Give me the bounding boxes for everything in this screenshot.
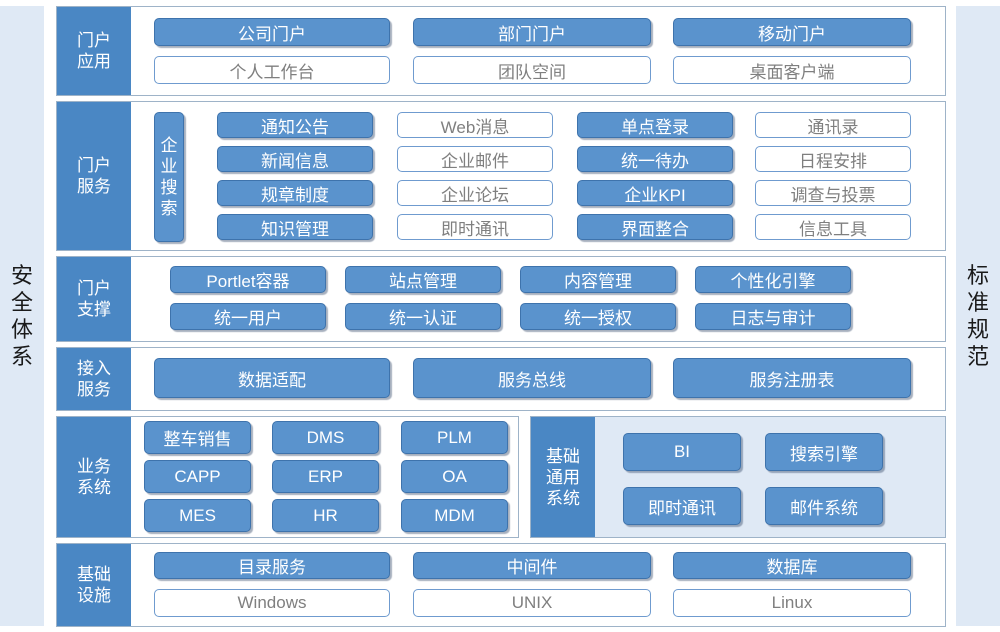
pillar-char: 全: [10, 290, 33, 315]
search-char: 搜: [160, 178, 178, 197]
layer-label: 门户 服务: [57, 102, 131, 250]
diagram-box: 日志与审计: [695, 303, 851, 330]
diagram-box: 界面整合: [577, 214, 733, 240]
diagram-box: 统一认证: [345, 303, 501, 330]
diagram-box: 个人工作台: [154, 56, 390, 84]
diagram-box: Web消息: [397, 112, 553, 138]
diagram-box: 即时通讯: [397, 214, 553, 240]
diagram-box: 站点管理: [345, 266, 501, 293]
diagram-box: HR: [272, 499, 379, 532]
pillar-char: 系: [10, 344, 33, 369]
layer-label: 业务 系统: [57, 417, 131, 537]
diagram-box: OA: [401, 460, 508, 493]
diagram-box: 企业邮件: [397, 146, 553, 172]
diagram-box: UNIX: [413, 589, 651, 617]
search-char: 业: [160, 157, 178, 176]
diagram-box: 桌面客户端: [673, 56, 911, 84]
diagram-box: 通讯录: [755, 112, 911, 138]
diagram-box: 搜索引擎: [765, 433, 883, 471]
pillar-char: 体: [10, 317, 33, 342]
diagram-box: 数据适配: [154, 358, 390, 398]
diagram-box: 企业论坛: [397, 180, 553, 206]
pillar-char: 范: [966, 344, 989, 369]
diagram-box: 调查与投票: [755, 180, 911, 206]
diagram-box: PLM: [401, 421, 508, 454]
layer-label: 门户 应用: [57, 7, 131, 95]
diagram-box: ERP: [272, 460, 379, 493]
diagram-box: Portlet容器: [170, 266, 326, 293]
search-char: 索: [160, 199, 178, 218]
diagram-box: 知识管理: [217, 214, 373, 240]
layer-infrastructure: 基础 设施 目录服务 中间件 数据库 Windows UNIX Linux: [56, 543, 946, 627]
diagram-box: 规章制度: [217, 180, 373, 206]
enterprise-search-box: 企 业 搜 索: [154, 112, 184, 242]
diagram-box: DMS: [272, 421, 379, 454]
diagram-box: 公司门户: [154, 18, 390, 46]
diagram-box: BI: [623, 433, 741, 471]
layer-portal-support: 门户 支撑 Portlet容器 站点管理 内容管理 个性化引擎 统一用户 统一认…: [56, 256, 946, 342]
layer-label: 基础 通用 系统: [531, 417, 595, 537]
standards-pillar: 标 准 规 范: [956, 6, 1000, 626]
diagram-box: 内容管理: [520, 266, 676, 293]
layer-label: 门户 支撑: [57, 257, 131, 341]
layer-business-systems: 业务 系统 整车销售 DMS PLM CAPP ERP OA MES HR MD…: [56, 416, 946, 538]
diagram-box: 企业KPI: [577, 180, 733, 206]
diagram-box: 统一授权: [520, 303, 676, 330]
diagram-box: 中间件: [413, 552, 651, 579]
diagram-box: MES: [144, 499, 251, 532]
diagram-box: 新闻信息: [217, 146, 373, 172]
diagram-box: 通知公告: [217, 112, 373, 138]
search-char: 企: [160, 136, 178, 155]
pillar-char: 安: [10, 263, 33, 288]
diagram-box: 个性化引擎: [695, 266, 851, 293]
layer-access-service: 接入 服务 数据适配 服务总线 服务注册表: [56, 347, 946, 411]
diagram-box: 数据库: [673, 552, 911, 579]
diagram-box: 日程安排: [755, 146, 911, 172]
layer-portal-application: 门户 应用 公司门户 部门门户 移动门户 个人工作台 团队空间 桌面客户端: [56, 6, 946, 96]
diagram-box: 团队空间: [413, 56, 651, 84]
diagram-box: 目录服务: [154, 552, 390, 579]
diagram-box: CAPP: [144, 460, 251, 493]
diagram-box: 整车销售: [144, 421, 251, 454]
layer-label: 接入 服务: [57, 348, 131, 410]
diagram-box: MDM: [401, 499, 508, 532]
pillar-char: 标: [966, 263, 989, 288]
pillar-char: 规: [966, 317, 989, 342]
diagram-box: 单点登录: [577, 112, 733, 138]
pillar-char: 准: [966, 290, 989, 315]
diagram-box: 服务注册表: [673, 358, 911, 398]
diagram-box: Windows: [154, 589, 390, 617]
diagram-box: 服务总线: [413, 358, 651, 398]
diagram-box: 部门门户: [413, 18, 651, 46]
layer-portal-service: 门户 服务 企 业 搜 索 通知公告 新闻信息 规章制度 知识管理 Web消息 …: [56, 101, 946, 251]
diagram-box: 统一待办: [577, 146, 733, 172]
general-systems-group: 基础 通用 系统 BI 搜索引擎 即时通讯 邮件系统: [530, 416, 946, 538]
diagram-box: 邮件系统: [765, 487, 883, 525]
diagram-box: 信息工具: [755, 214, 911, 240]
diagram-box: 即时通讯: [623, 487, 741, 525]
layer-label: 基础 设施: [57, 544, 131, 626]
diagram-box: 统一用户: [170, 303, 326, 330]
business-systems-group: 业务 系统 整车销售 DMS PLM CAPP ERP OA MES HR MD…: [56, 416, 519, 538]
diagram-box: 移动门户: [673, 18, 911, 46]
security-system-pillar: 安 全 体 系: [0, 6, 44, 626]
diagram-box: Linux: [673, 589, 911, 617]
